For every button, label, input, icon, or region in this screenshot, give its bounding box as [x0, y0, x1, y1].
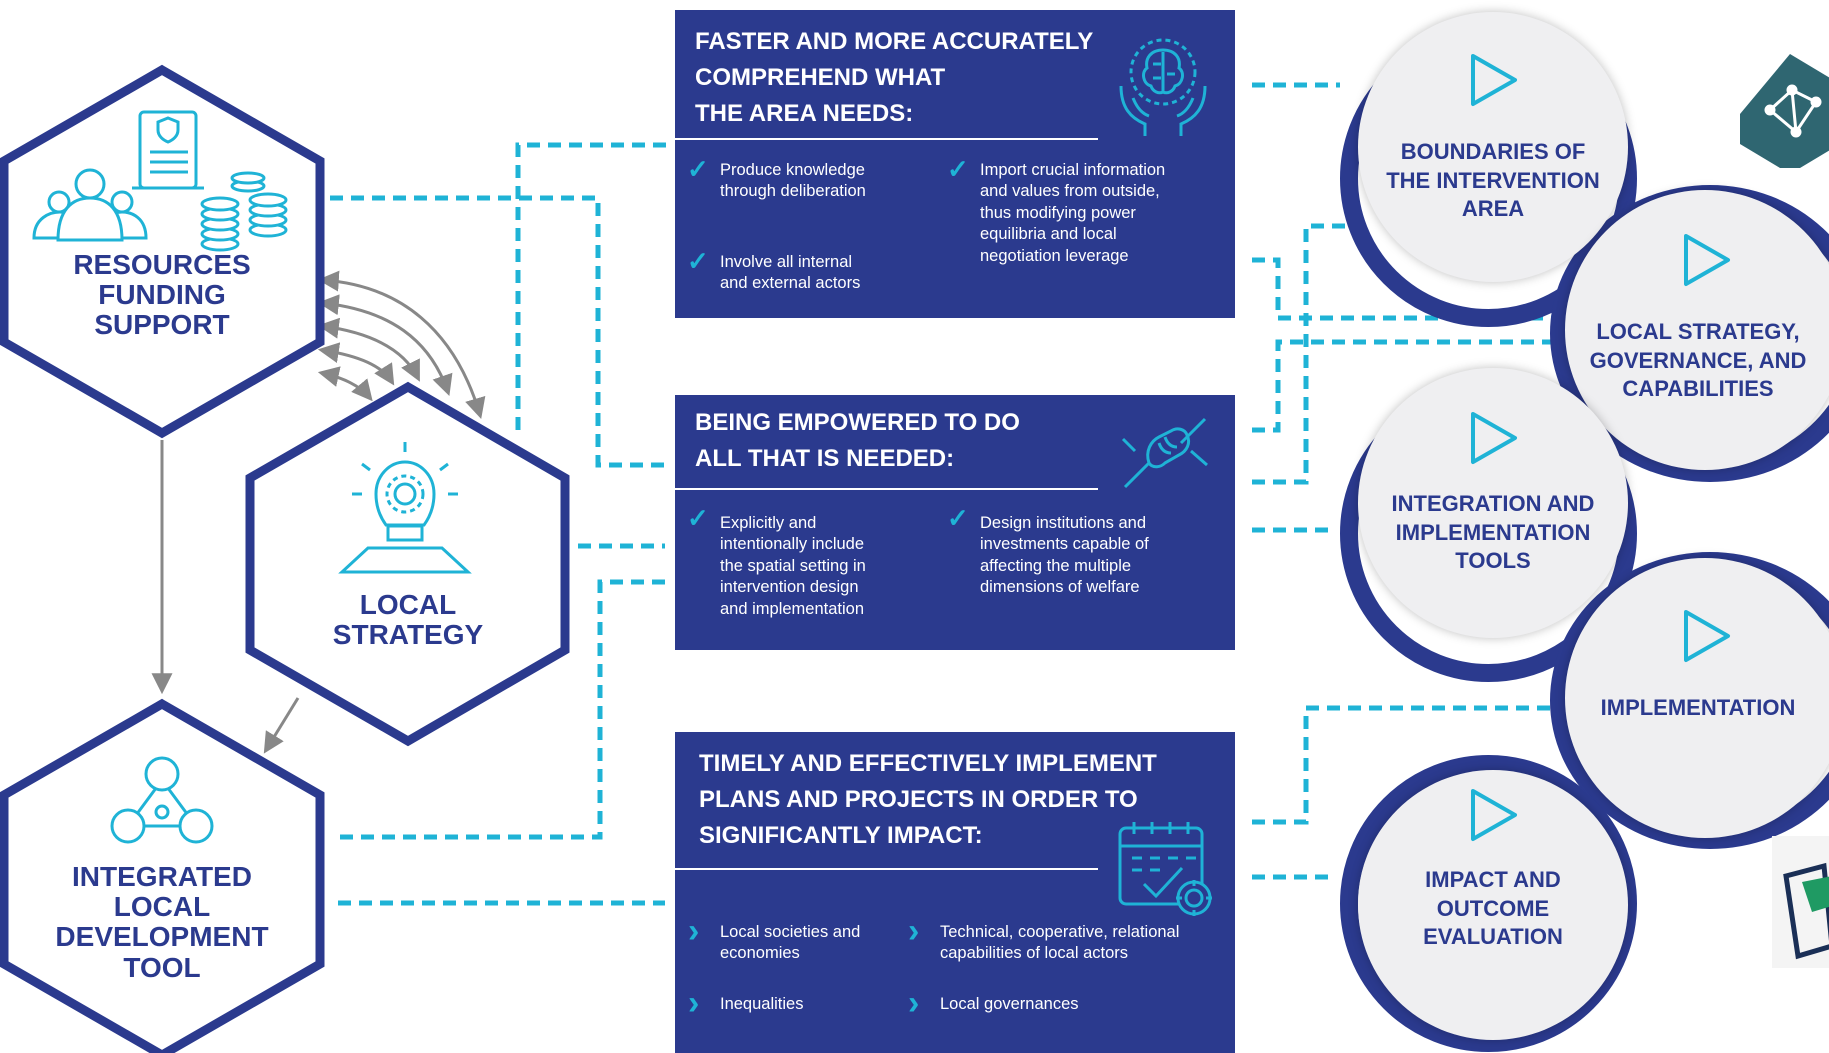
- partial-logo-icon: [1772, 836, 1829, 968]
- hexagon-tool-label: INTEGRATED LOCAL DEVELOPMENT TOOL: [55, 861, 269, 983]
- check-icon: ✓: [687, 246, 709, 276]
- connector-implement-to-implementation: [1252, 705, 1556, 825]
- arrow-bidirectional-4: [317, 342, 395, 386]
- calendar-target-icon: [1118, 822, 1212, 916]
- check-icon: ✓: [687, 503, 709, 533]
- chevron-right-icon: ›: [908, 912, 920, 950]
- hexagon-resources-label: RESOURCES FUNDING SUPPORT: [73, 249, 251, 341]
- check-icon: ✓: [947, 503, 969, 533]
- flow-arrows: [151, 270, 486, 754]
- panel-implement-item-3: Technical, cooperative, relational capab…: [940, 923, 1180, 963]
- step-evaluation-label: IMPACT AND OUTCOME EVALUATION: [1423, 867, 1563, 950]
- hexagon-strategy-label: LOCAL STRATEGY: [332, 589, 484, 651]
- panel-implement: TIMELY AND EFFECTIVELY IMPLEMENT PLANS A…: [675, 732, 1235, 1053]
- panel-implement-item-2: Inequalities: [720, 995, 804, 1013]
- play-icon: [1471, 54, 1517, 106]
- chevron-right-icon: ›: [688, 984, 700, 1022]
- panel-implement-item-1: Local societies and economies: [720, 923, 861, 963]
- network-people-icon: [110, 756, 214, 844]
- step-boundaries: [1358, 12, 1628, 282]
- connector-comprehend-to-governance: [1252, 257, 1556, 321]
- panel-comprehend-item-2: Involve all internal and external actors: [720, 253, 861, 293]
- panel-comprehend-rule: [675, 138, 1098, 140]
- hexagon-resources: [0, 64, 325, 439]
- step-integration: [1358, 368, 1628, 638]
- step-boundaries-label: BOUNDARIES OF THE INTERVENTION AREA: [1386, 139, 1600, 222]
- panel-empowered-item-2: Design institutions and investments capa…: [980, 514, 1149, 597]
- arrow-strategy-to-tool: [263, 697, 300, 754]
- connector-empowered-to-boundaries: [1252, 223, 1350, 485]
- play-icon: [1471, 789, 1517, 841]
- step-implementation-label: IMPLEMENTATION: [1600, 695, 1796, 720]
- step-governance: [1565, 190, 1829, 470]
- lightbulb-gear-icon: [338, 442, 472, 574]
- step-implementation: [1565, 558, 1829, 838]
- panel-comprehend: FASTER AND MORE ACCURATELY COMPREHEND WH…: [675, 10, 1235, 318]
- panel-comprehend-item-3: Import crucial information and values fr…: [980, 161, 1166, 265]
- network-logo-icon: [1740, 54, 1829, 168]
- panel-empowered-item-1: Explicitly and intentionally include the…: [720, 514, 866, 618]
- check-icon: ✓: [687, 154, 709, 184]
- handshake-icon: [1121, 417, 1208, 489]
- panel-implement-title: TIMELY AND EFFECTIVELY IMPLEMENT PLANS A…: [699, 750, 1157, 849]
- panel-empowered: BEING EMPOWERED TO DO ALL THAT IS NEEDED…: [675, 395, 1235, 650]
- coin-stack-icon: [200, 171, 288, 252]
- hexagon-strategy: [245, 381, 570, 747]
- play-icon: [1471, 412, 1517, 464]
- connector-resources-to-empowered: [330, 195, 670, 468]
- people-icon: [32, 168, 148, 242]
- panel-implement-item-4: Local governances: [940, 995, 1079, 1013]
- connector-empowered-to-governance: [1252, 339, 1556, 433]
- play-icon: [1684, 610, 1730, 662]
- connector-tool-to-empowered: [335, 579, 665, 840]
- panel-comprehend-item-1: Produce knowledge through deliberation: [720, 161, 866, 201]
- play-icon: [1684, 234, 1730, 286]
- panel-comprehend-title: FASTER AND MORE ACCURATELY COMPREHEND WH…: [695, 28, 1094, 127]
- step-integration-label: INTEGRATION AND IMPLEMENTATION TOOLS: [1391, 491, 1595, 574]
- check-icon: ✓: [947, 154, 969, 184]
- connector-strategy-to-comprehend: [515, 142, 672, 430]
- panel-implement-rule: [675, 868, 1098, 870]
- chevron-right-icon: ›: [688, 912, 700, 950]
- contract-icon: [132, 110, 204, 190]
- step-governance-label: LOCAL STRATEGY, GOVERNANCE, AND CAPABILI…: [1589, 319, 1807, 402]
- brain-hands-icon: [1119, 38, 1207, 136]
- panel-empowered-rule: [675, 488, 1098, 490]
- chevron-right-icon: ›: [908, 984, 920, 1022]
- panel-empowered-title: BEING EMPOWERED TO DO ALL THAT IS NEEDED…: [695, 409, 1020, 472]
- hexagon-tool: [0, 698, 325, 1053]
- dashed-connectors: [330, 82, 1556, 906]
- arrow-bidirectional-5: [317, 366, 373, 402]
- step-evaluation: [1358, 770, 1628, 1040]
